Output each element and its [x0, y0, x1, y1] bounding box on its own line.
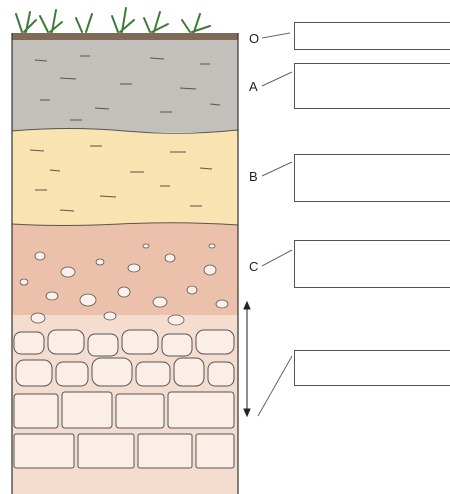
horizon-c: [12, 223, 238, 330]
answer-box-o[interactable]: [294, 22, 450, 50]
surface-plants: [16, 8, 210, 32]
answer-box-b[interactable]: [294, 154, 450, 202]
label-o: O: [249, 32, 259, 45]
horizon-b: [12, 129, 238, 227]
answer-box-bedrock[interactable]: [294, 350, 450, 386]
depth-arrow: [244, 302, 250, 416]
label-c: C: [249, 260, 258, 273]
horizon-a: [12, 40, 238, 132]
answer-box-a[interactable]: [294, 63, 450, 109]
answer-box-c[interactable]: [294, 240, 450, 288]
pointer-lines: [258, 33, 292, 416]
label-a: A: [249, 80, 258, 93]
label-b: B: [249, 170, 258, 183]
horizon-o: [12, 33, 238, 41]
